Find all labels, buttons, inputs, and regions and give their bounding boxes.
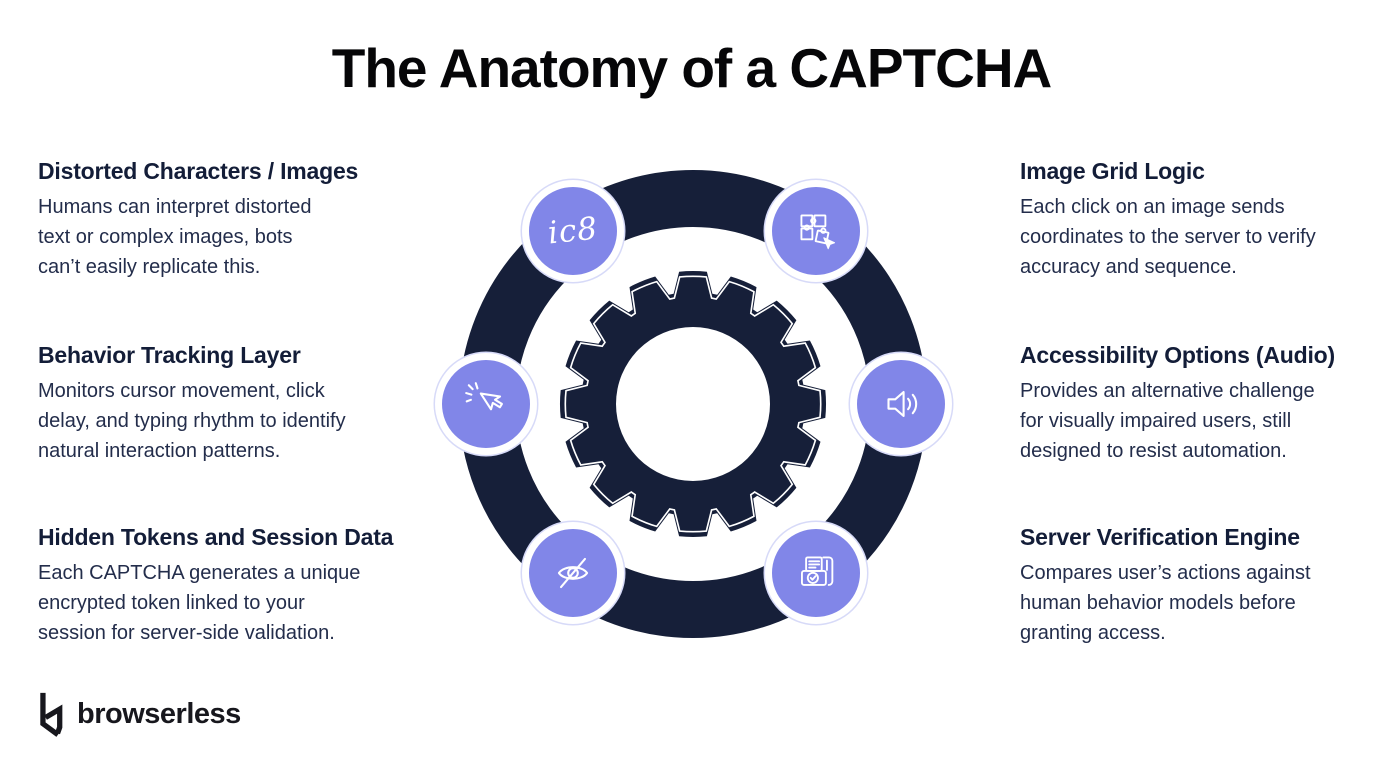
node-image-grid	[765, 180, 867, 282]
card-heading: Distorted Characters / Images	[38, 158, 359, 184]
card-distorted-characters: Distorted Characters / Images Humans can…	[38, 158, 438, 282]
node-server-verification	[765, 522, 867, 624]
card-body: Humans can interpret distorted text or c…	[38, 196, 312, 278]
page-title: The Anatomy of a CAPTCHA	[331, 37, 1053, 99]
captcha-anatomy-diagram: ic8	[435, 152, 952, 656]
puzzle-grid-cursor-icon	[800, 214, 836, 250]
brand-name: browserless	[77, 697, 241, 730]
node-audio-accessibility	[850, 353, 952, 455]
card-heading: Accessibility Options (Audio)	[1020, 342, 1335, 368]
card-body: Provides an alternative challenge for vi…	[1020, 380, 1315, 462]
eye-hidden-icon	[557, 557, 589, 589]
cursor-click-icon	[465, 382, 503, 411]
gear-icon	[559, 270, 827, 538]
card-heading: Server Verification Engine	[1020, 524, 1300, 550]
brand-logo: browserless	[35, 689, 241, 739]
card-heading: Image Grid Logic	[1020, 158, 1205, 184]
node-behavior-tracking	[435, 353, 537, 455]
document-verify-icon	[801, 556, 834, 586]
card-accessibility-options: Accessibility Options (Audio) Provides a…	[1020, 342, 1370, 466]
card-heading: Hidden Tokens and Session Data	[38, 524, 394, 550]
card-body: Monitors cursor movement, click delay, a…	[38, 380, 346, 462]
browserless-logo-icon	[40, 692, 63, 737]
audio-speaker-icon	[887, 390, 918, 418]
node-distorted-characters: ic8	[522, 180, 624, 282]
card-behavior-tracking: Behavior Tracking Layer Monitors cursor …	[38, 342, 438, 466]
captcha-text-icon: ic8	[546, 210, 600, 252]
card-image-grid-logic: Image Grid Logic Each click on an image …	[1020, 158, 1370, 282]
card-body: Compares user’s actions against human be…	[1020, 562, 1311, 644]
card-body: Each click on an image sends coordinates…	[1020, 196, 1316, 278]
card-body: Each CAPTCHA generates a unique encrypte…	[38, 562, 361, 644]
card-server-verification: Server Verification Engine Compares user…	[1020, 524, 1370, 648]
card-heading: Behavior Tracking Layer	[38, 342, 301, 368]
card-hidden-tokens: Hidden Tokens and Session Data Each CAPT…	[38, 524, 438, 648]
node-hidden-tokens	[522, 522, 624, 624]
